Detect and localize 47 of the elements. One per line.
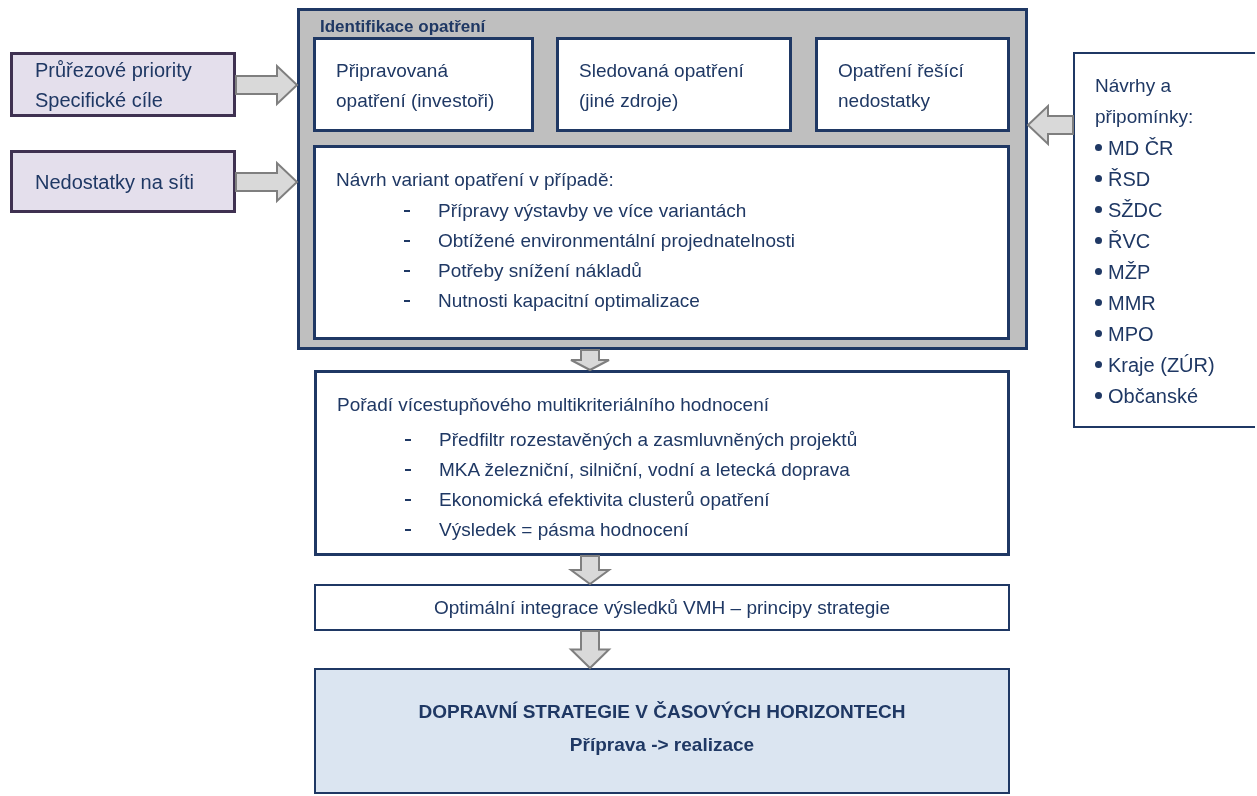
- list-item: MPO: [1108, 321, 1154, 347]
- result-label: DOPRAVNÍ STRATEGIE V ČASOVÝCH HORIZONTECH: [418, 700, 906, 724]
- list-item: MKA železniční, silniční, vodní a letecká doprava: [439, 457, 850, 482]
- block-arrow: [570, 349, 610, 372]
- process-box: [556, 37, 792, 132]
- list-item: Přípravy výstavby ve více variantách: [438, 198, 747, 223]
- process-box: [815, 37, 1010, 132]
- box-label: Opatření řešící nedostatky: [838, 59, 965, 113]
- box-label: Připravovaná opatření (investoři): [336, 59, 496, 113]
- list-item: ŘVC: [1108, 228, 1151, 254]
- process-box: [313, 145, 1010, 340]
- list-item: Obtížené environmentální projednatelnosti: [438, 228, 795, 253]
- block-arrow: [568, 630, 612, 670]
- list-item: ŘSD: [1108, 166, 1151, 192]
- block-arrow: [235, 63, 299, 107]
- input-box: [10, 150, 236, 213]
- list-item: MŽP: [1108, 259, 1151, 285]
- result-label: Příprava -> realizace: [569, 732, 755, 757]
- box-heading: Návrhy a připomínky:: [1095, 74, 1195, 129]
- block-arrow: [1026, 103, 1074, 147]
- box-label: Specifické cíle: [35, 87, 164, 113]
- box-label: Sledovaná opatření (jiné zdroje): [579, 59, 745, 113]
- box-label: Nedostatky na síti: [35, 169, 195, 195]
- group-panel: [297, 8, 1028, 350]
- list-item: Výsledek = pásma hodnocení: [439, 517, 689, 542]
- process-box: [313, 37, 534, 132]
- list-item: Kraje (ZÚR): [1108, 352, 1215, 378]
- list-item: MD ČR: [1108, 135, 1174, 161]
- result-box: [314, 668, 1010, 794]
- box-label: Průřezové priority: [35, 57, 193, 83]
- box-heading: Návrh variant opatření v případě:: [336, 168, 615, 192]
- block-arrow: [567, 555, 613, 586]
- list-item: Občanské: [1108, 383, 1199, 409]
- panel-heading: Identifikace opatření: [320, 16, 486, 38]
- list-item: Potřeby snížení nákladů: [438, 258, 642, 283]
- process-box: [314, 370, 1010, 556]
- process-box: [314, 584, 1010, 631]
- input-box: [10, 52, 236, 117]
- list-item: Ekonomická efektivita clusterů opatření: [439, 487, 770, 512]
- list-item: Předfiltr rozestavěných a zasmluvněných projektů: [439, 427, 858, 452]
- list-item: SŽDC: [1108, 197, 1163, 223]
- list-item: MMR: [1108, 290, 1156, 316]
- box-label: Optimální integrace výsledků VMH – principy strategie: [433, 595, 891, 620]
- list-item: Nutnosti kapacitní optimalizace: [438, 288, 700, 313]
- box-heading: Pořadí vícestupňového multikriteriálního hodnocení: [337, 393, 770, 417]
- stakeholder-box: [1073, 52, 1255, 428]
- block-arrow: [235, 160, 299, 204]
